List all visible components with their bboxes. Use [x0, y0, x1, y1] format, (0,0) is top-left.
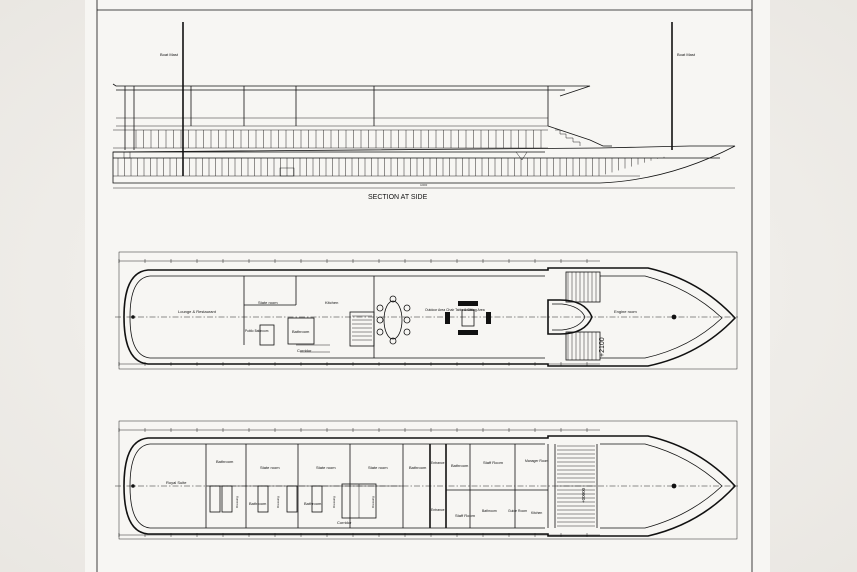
engine-room-label: Engine room	[614, 309, 637, 314]
stateroom-label-1: State room	[260, 465, 280, 470]
lower-deck-plan: Royal Suite Bathroom State room State ro…	[115, 420, 738, 540]
dressing-label-3: Dressing	[332, 496, 336, 508]
outdoor-dining-table	[376, 295, 411, 345]
lower-corridor-label: Corridor	[337, 520, 352, 525]
dimension-ticks-top	[118, 259, 588, 263]
upper-internal-stair	[352, 315, 372, 341]
stateroom-label-3: State room	[368, 465, 388, 470]
upper-deck-outline	[123, 267, 737, 367]
bow-stairs	[547, 271, 601, 361]
guide-room-label: Guide Room	[508, 509, 527, 513]
bathroom-label-3: Bathroom	[451, 463, 469, 468]
lounge-label: Lounge & Restaurant	[178, 309, 217, 314]
manager-room-label: Manager Room	[525, 459, 549, 463]
entrance-label-2: Entrance	[431, 508, 445, 512]
lower-deck-outline	[123, 435, 737, 537]
hull-profile	[112, 145, 736, 184]
staff-room-label-1: Staff Room	[483, 460, 504, 465]
lower-stairs-mid	[341, 483, 377, 519]
sheet-border	[96, 0, 753, 572]
bathroom-label-6: Bathroom	[482, 509, 497, 513]
mast-aft-label: Boat Mast	[160, 52, 179, 57]
kitchen-label: Kitchen	[325, 300, 338, 305]
bathroom-label-5: Bathroom	[304, 501, 322, 506]
lower-level-label: +00000	[581, 487, 586, 503]
outdoor-label: Outdoor Area Chair Table & Sitting Area	[425, 308, 485, 312]
dressing-label-4: Dressing	[371, 496, 375, 508]
upper-railings	[135, 130, 542, 148]
staff-room-label-2: Staff Room	[455, 513, 476, 518]
lower-partitions	[205, 444, 549, 528]
dimension-ticks-bottom	[118, 362, 588, 366]
dimension-ticks-bottom-lower	[118, 533, 588, 537]
bathroom-label-1: Bathroom	[216, 459, 234, 464]
upper-corridor-label: Corridor	[297, 348, 312, 353]
stateroom-label-2: State room	[316, 465, 336, 470]
lower-bow-stairs	[554, 444, 598, 528]
upper-partitions	[243, 276, 375, 358]
outdoor-sofa-set	[445, 301, 491, 335]
dressing-label-2: Dressing	[276, 496, 280, 508]
hull-ribs	[117, 156, 665, 176]
side-section-view: Boat Mast Boat Mast	[112, 22, 736, 201]
entrance-label-1: Entrance	[431, 461, 445, 465]
upper-bathroom-label: Bathroom	[292, 329, 310, 334]
upper-posts	[124, 86, 549, 150]
upper-deck-plan: Lounge & Restaurant State room Kitchen P…	[115, 251, 738, 370]
paper-sheet	[85, 0, 770, 572]
public-bathroom-label: Public Bathroom	[245, 329, 269, 333]
bathroom-label-2: Bathroom	[409, 465, 427, 470]
mast-fore-label: Boat Mast	[677, 52, 696, 57]
upper-level-label: +2100	[599, 337, 606, 357]
lower-kitchen-label: Kitchen	[531, 511, 542, 515]
side-stairs	[555, 129, 581, 146]
dimension-ticks-top-lower	[118, 428, 588, 432]
section-title: SECTION AT SIDE	[368, 194, 428, 201]
royal-suite-label: Royal Suite	[166, 480, 187, 485]
dressing-label-1: Dressing	[235, 496, 239, 508]
svg-text:42000: 42000	[420, 183, 428, 187]
bathroom-label-4: Bathroom	[249, 501, 267, 506]
stateroom-label: State room	[258, 300, 278, 305]
